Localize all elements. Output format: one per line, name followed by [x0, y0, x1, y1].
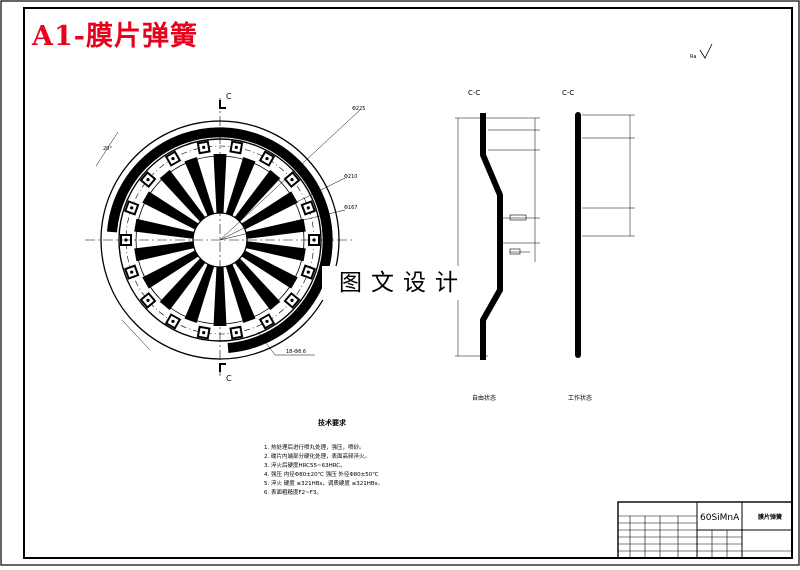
- note-line-4: 4. 强压 内径Φ80±20℃ 强压 外径Φ80±50℃: [264, 470, 378, 478]
- hole-center-dot: [202, 331, 206, 335]
- hole-center-dot: [234, 331, 238, 335]
- hole-center-dot: [130, 206, 134, 210]
- spring-finger: [241, 250, 298, 289]
- hole-center-dot: [234, 145, 238, 149]
- dim-leader-d2: [219, 209, 346, 241]
- spring-finger: [225, 157, 256, 216]
- hole-center-dot: [290, 178, 294, 182]
- note-line-1: 1. 热处理后进行喷丸处理，强压，喷砂。: [264, 443, 365, 451]
- note-line-2: 2. 碟片内端部分硬化处理，表面高频淬火。: [264, 452, 370, 460]
- dim-outer-dia: Φ225: [352, 106, 365, 112]
- roughness-symbol-icon: Ra: [690, 43, 713, 60]
- angle-dim-line-bottom: [121, 319, 151, 351]
- dim-leader-outer: [219, 109, 361, 241]
- angle-dim-line-top: [95, 131, 119, 167]
- front-view: C C Φ225 Φ210 Φ167 18-Φ8.6 20°: [85, 92, 365, 383]
- section-arrow-icon: [219, 100, 226, 109]
- roughness-label: Ra: [690, 54, 696, 60]
- section-view-working: C-C 工作状态: [562, 89, 635, 402]
- spring-finger: [159, 258, 206, 311]
- technical-notes: 技术要求 1. 热处理后进行喷丸处理，强压，喷砂。 2. 碟片内端部分硬化处理，…: [264, 418, 383, 496]
- view-label-right: C-C: [562, 89, 574, 97]
- hole-center-dot: [171, 157, 175, 161]
- spring-finger: [142, 250, 199, 289]
- spring-fingers: [134, 154, 306, 326]
- section-view-free: C-C 自由状态: [455, 89, 540, 402]
- dim-d2: Φ167: [344, 205, 357, 211]
- view-label-left: C-C: [468, 89, 480, 97]
- hole-center-dot: [202, 145, 206, 149]
- spring-finger: [142, 191, 199, 230]
- spring-finger: [184, 157, 215, 216]
- spring-finger: [225, 264, 256, 323]
- spring-finger: [134, 218, 194, 239]
- hole-center-dot: [265, 319, 269, 323]
- notes-title: 技术要求: [318, 418, 347, 427]
- hole-center-dot: [265, 157, 269, 161]
- hole-center-dot: [130, 270, 134, 274]
- spring-finger: [246, 218, 306, 239]
- spring-finger: [234, 169, 281, 222]
- section-mark-top: C: [226, 92, 232, 101]
- free-profile: [480, 113, 503, 360]
- dim-holes: 18-Φ8.6: [286, 349, 306, 355]
- hole-center-dot: [290, 298, 294, 302]
- hole-center-dot: [171, 319, 175, 323]
- note-line-3: 3. 淬火后硬度HRC55~63HRC。: [264, 461, 346, 469]
- dim-leader-d1: [219, 177, 346, 241]
- dim-angle: 20°: [103, 146, 112, 152]
- datum-box: [509, 248, 521, 255]
- spring-finger: [241, 191, 298, 230]
- title-block: 60SiMnA 膜片弹簧: [617, 501, 793, 559]
- hole-center-dot: [306, 270, 310, 274]
- hole-center-dot: [306, 206, 310, 210]
- spring-finger: [134, 241, 194, 262]
- dim-d1: Φ210: [344, 174, 357, 180]
- caption-left: 自由状态: [472, 394, 496, 402]
- hole-center-dot: [146, 298, 150, 302]
- watermark-text: 图文设计: [322, 266, 484, 300]
- spring-finger: [159, 169, 206, 222]
- hole-center-dot: [146, 178, 150, 182]
- drawing-title: A1-膜片弹簧: [32, 21, 198, 52]
- spring-finger: [234, 258, 281, 311]
- note-line-6: 6. 表面粗糙度F2~F3。: [264, 488, 322, 496]
- spring-rim-arc: [107, 127, 333, 353]
- spring-finger: [184, 264, 215, 323]
- material-label: 60SiMnA: [700, 513, 740, 523]
- spring-finger: [246, 241, 306, 262]
- sheet-inner-frame: [23, 7, 793, 559]
- section-mark-bottom: C: [226, 374, 232, 383]
- note-line-5: 5. 淬火 硬度 ≤321HBs，调质硬度 ≤321HBs。: [264, 479, 383, 487]
- datum-box: [509, 214, 527, 221]
- caption-right: 工作状态: [568, 394, 592, 402]
- dim-leader-holes: [257, 331, 276, 356]
- section-arrow-icon: [219, 363, 226, 372]
- part-name-label: 膜片弹簧: [758, 513, 782, 521]
